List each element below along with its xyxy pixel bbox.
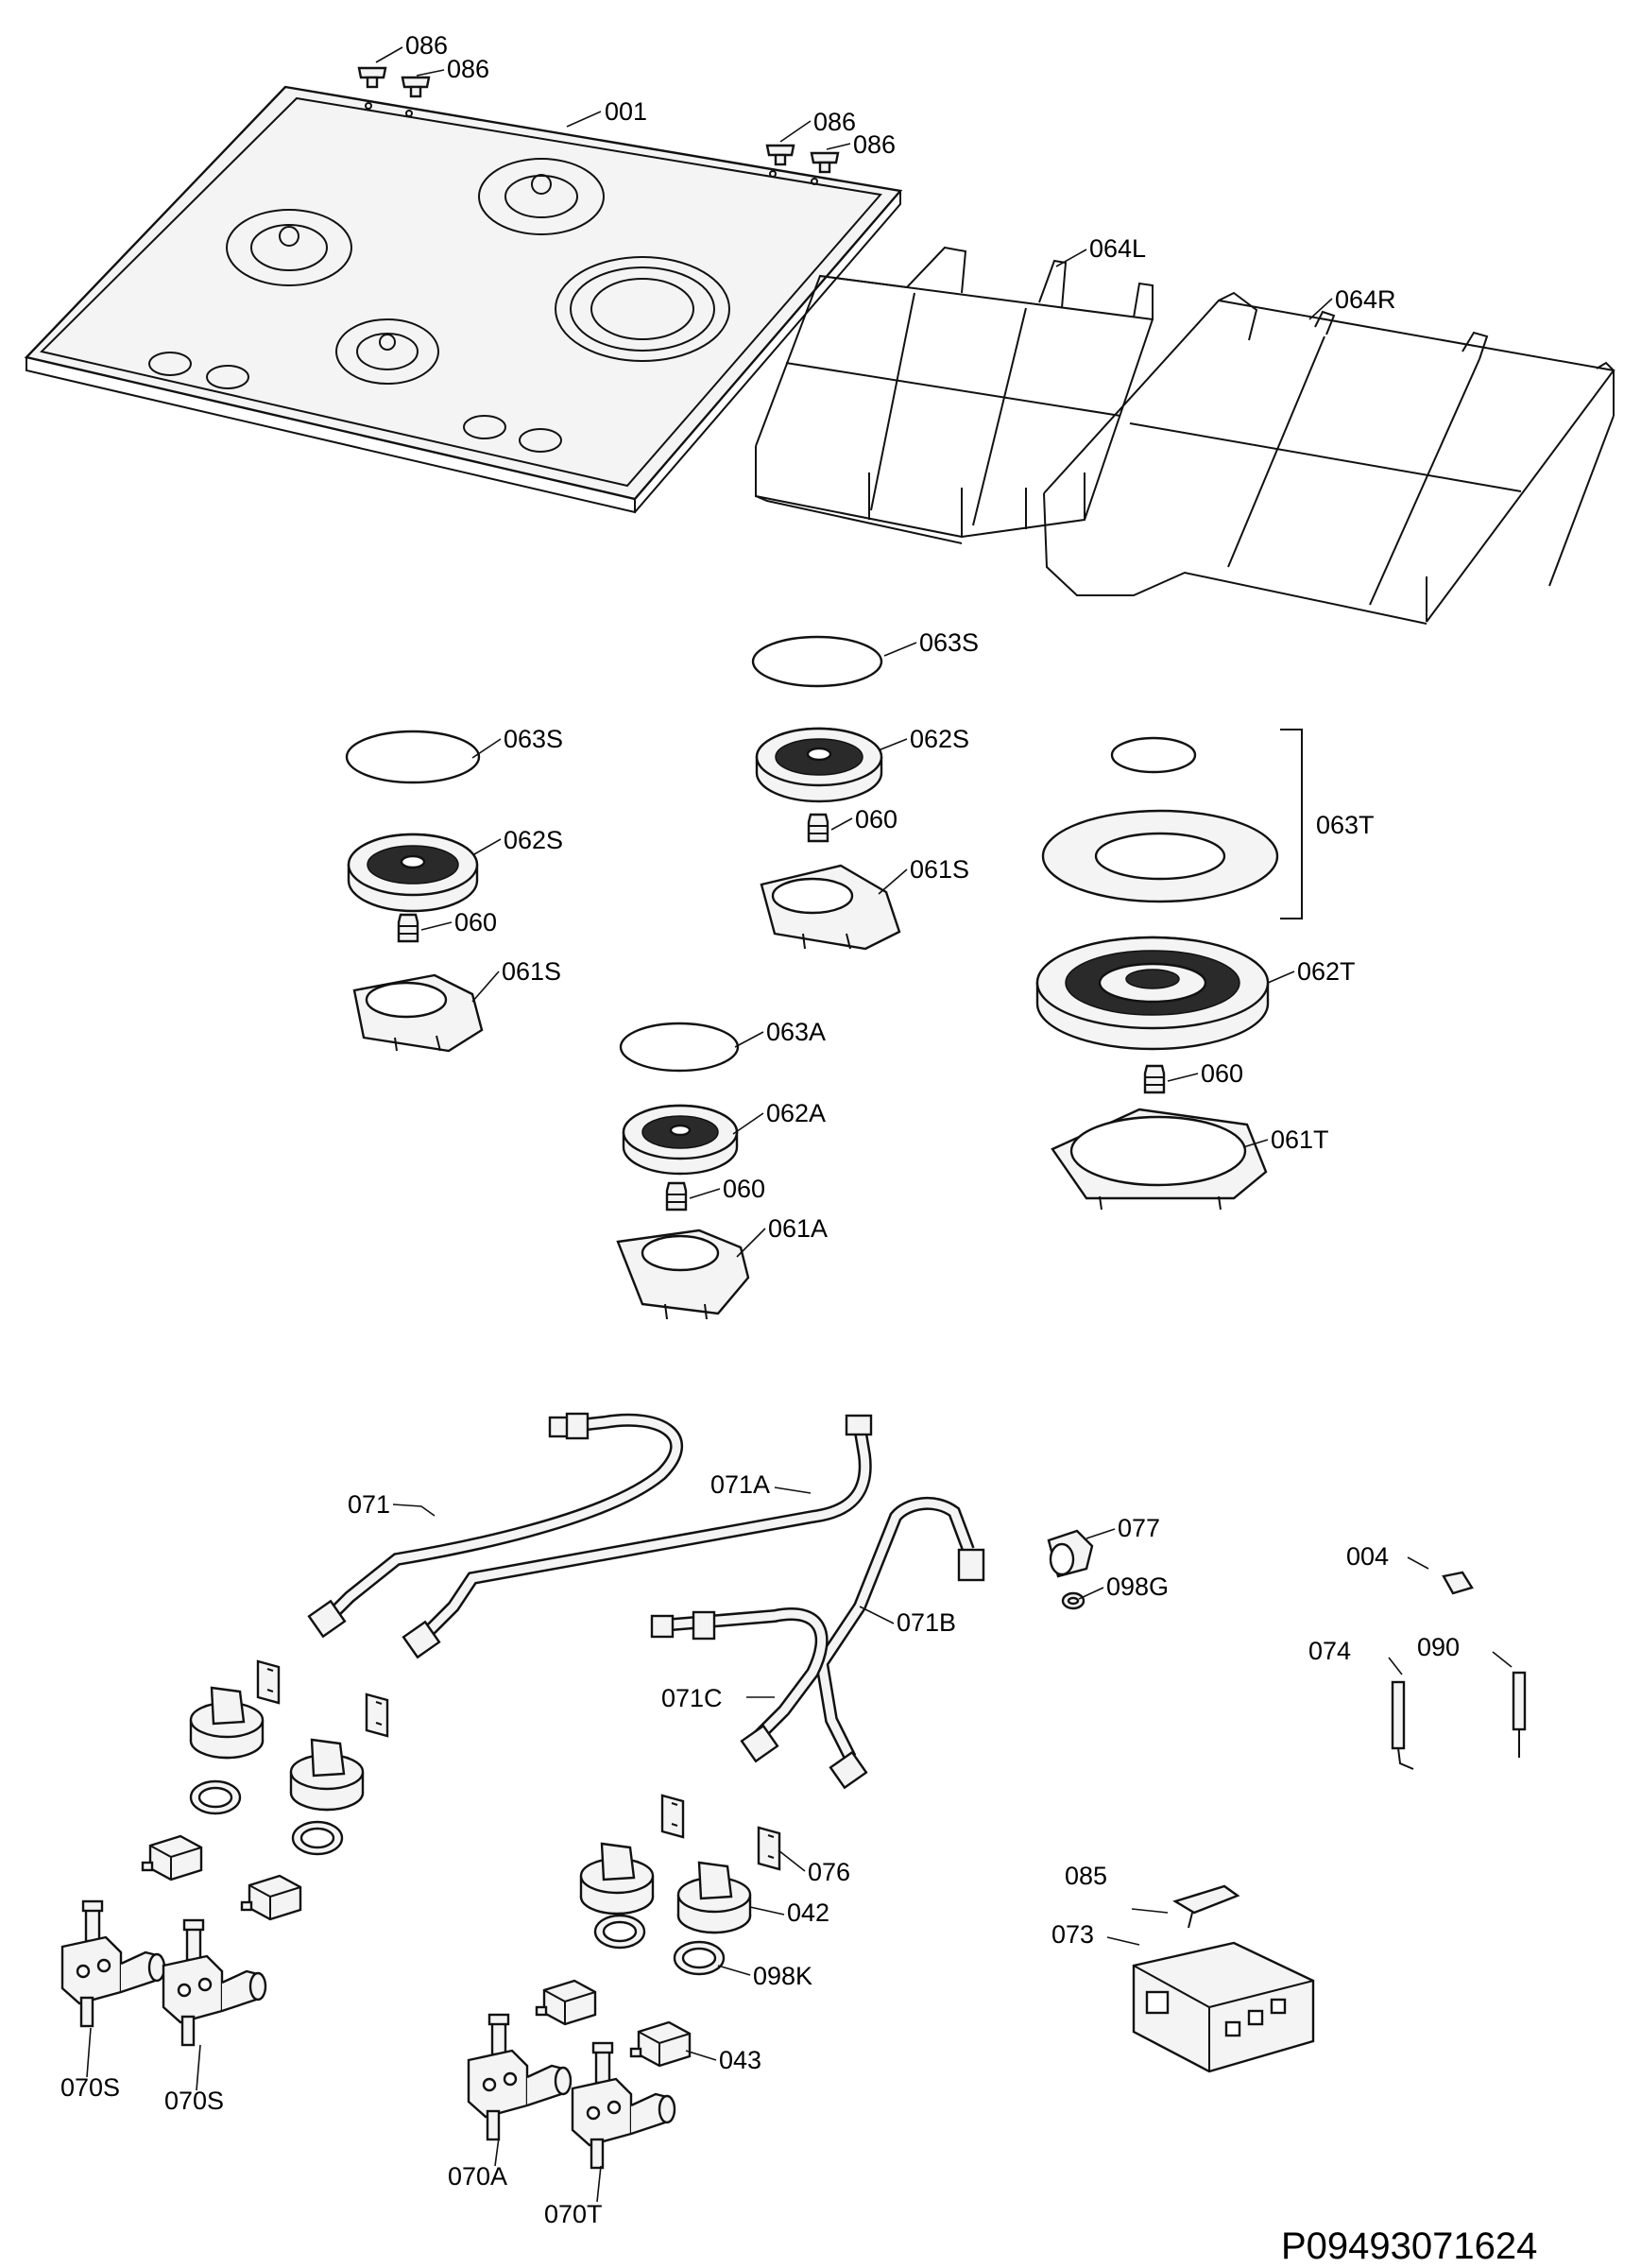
- burner-triple-crown: [1035, 736, 1279, 1211]
- label-071: 071: [348, 1490, 390, 1519]
- cable-clamp: [1172, 1884, 1240, 1929]
- label-060-middle: 060: [855, 805, 897, 833]
- label-001: 001: [605, 97, 647, 126]
- spark-generator: [1132, 1941, 1315, 2073]
- label-085: 085: [1065, 1862, 1107, 1890]
- label-063A: 063A: [766, 1018, 826, 1046]
- gas-valves: [60, 1899, 676, 2170]
- label-064L: 064L: [1089, 234, 1146, 263]
- label-086-3: 086: [813, 108, 856, 136]
- label-060-center: 060: [723, 1175, 765, 1203]
- label-061S-left: 061S: [502, 957, 561, 986]
- label-070A: 070A: [448, 2162, 507, 2191]
- label-063S-left: 063S: [504, 725, 563, 753]
- label-070T: 070T: [544, 2200, 603, 2228]
- label-064R: 064R: [1335, 285, 1396, 314]
- label-063S-middle: 063S: [919, 628, 979, 657]
- label-061A: 061A: [768, 1214, 828, 1243]
- label-098G: 098G: [1106, 1572, 1169, 1601]
- label-062S-left: 062S: [504, 826, 563, 854]
- label-060-right: 060: [1201, 1059, 1243, 1088]
- label-062A: 062A: [766, 1099, 826, 1127]
- ignition-electrode: [1391, 1680, 1414, 1770]
- pan-support-left: [755, 246, 1154, 544]
- label-063T: 063T: [1316, 811, 1375, 839]
- label-086-2: 086: [447, 55, 489, 83]
- label-076: 076: [808, 1858, 850, 1886]
- label-071A: 071A: [710, 1470, 770, 1499]
- small-clip-004: [1442, 1571, 1474, 1595]
- label-060-left: 060: [454, 908, 497, 936]
- hob-top-plate: [24, 85, 903, 514]
- label-070S-2: 070S: [164, 2087, 224, 2115]
- label-062S-middle: 062S: [910, 725, 969, 753]
- label-070S-1: 070S: [60, 2073, 120, 2102]
- label-086-4: 086: [853, 130, 896, 159]
- label-004: 004: [1346, 1542, 1389, 1571]
- label-090: 090: [1417, 1633, 1460, 1661]
- label-071C: 071C: [661, 1684, 723, 1712]
- label-071B: 071B: [897, 1608, 956, 1637]
- thermocouple: [1512, 1671, 1527, 1758]
- burner-left: [345, 730, 484, 1053]
- label-043: 043: [719, 2046, 761, 2074]
- part-labels: 086 086 001 086 086 064L 064R 063S 063S …: [60, 31, 1460, 2228]
- label-073: 073: [1051, 1920, 1094, 1949]
- label-086-1: 086: [405, 31, 448, 60]
- gas-pipes: [307, 1412, 985, 1790]
- label-062T: 062T: [1297, 957, 1356, 986]
- document-id: P09493071624: [1281, 2225, 1537, 2267]
- label-074: 074: [1308, 1637, 1351, 1665]
- elbow-fitting: [1047, 1529, 1094, 1610]
- label-098K: 098K: [753, 1962, 812, 1990]
- bracket-063T: [1280, 729, 1303, 919]
- label-061S-middle: 061S: [910, 855, 969, 884]
- label-077: 077: [1118, 1514, 1160, 1542]
- label-042: 042: [787, 1899, 829, 1927]
- burner-middle: [751, 635, 901, 951]
- label-061T: 061T: [1271, 1125, 1329, 1154]
- pan-support-right: [1043, 291, 1615, 625]
- burner-auxiliary: [616, 1022, 750, 1320]
- leader-lines: [86, 46, 1513, 2203]
